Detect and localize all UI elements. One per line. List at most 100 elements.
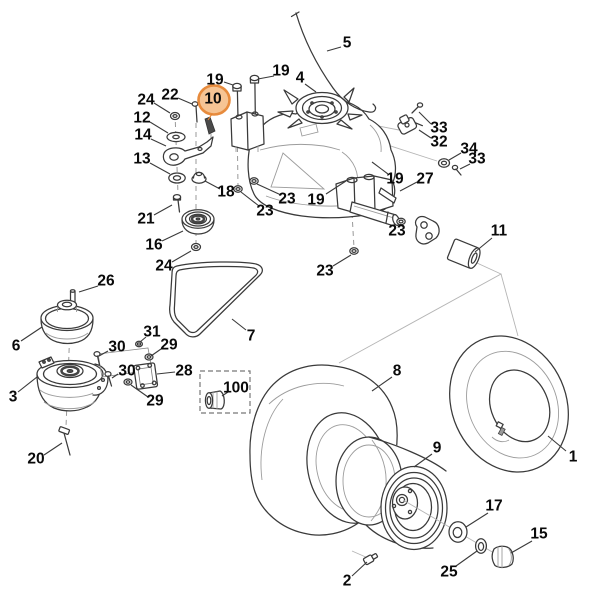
- leader-line-32-40: [418, 129, 432, 139]
- hub-cap-part-15[interactable]: [491, 545, 514, 569]
- screw-30-b[interactable]: [104, 370, 113, 387]
- transmission-housing[interactable]: [230, 74, 401, 227]
- leader-line-28-34: [156, 371, 176, 375]
- belt-pulley-part-6[interactable]: [40, 299, 94, 345]
- leader-line-4-3: [304, 83, 317, 93]
- callout-30-38[interactable]: 30: [118, 363, 135, 380]
- control-rod-part-5[interactable]: [290, 11, 377, 113]
- spring-pin-part-10[interactable]: [204, 116, 216, 135]
- callout-19-21[interactable]: 19: [307, 192, 325, 209]
- switch-part-32[interactable]: [395, 110, 424, 136]
- callout-2-1[interactable]: 2: [343, 573, 352, 590]
- callout-7-6[interactable]: 7: [247, 328, 256, 345]
- callout-16-15[interactable]: 16: [145, 237, 163, 254]
- callout-31-39[interactable]: 31: [143, 324, 161, 341]
- leader-line-24-29: [153, 102, 171, 114]
- callout-18-17[interactable]: 18: [217, 184, 235, 201]
- callout-23-28[interactable]: 23: [316, 263, 334, 280]
- callout-27-33[interactable]: 27: [416, 171, 433, 188]
- callout-23-27[interactable]: 23: [388, 223, 406, 240]
- screw-30-a[interactable]: [93, 350, 101, 366]
- screw-33-a[interactable]: [411, 102, 424, 114]
- callout-33-42[interactable]: 33: [468, 151, 486, 168]
- nut-24-a[interactable]: [169, 111, 181, 121]
- callout-10-9[interactable]: 10: [204, 91, 221, 108]
- callout-1-0[interactable]: 1: [569, 449, 578, 466]
- idler-pulley-part-16[interactable]: [181, 209, 215, 235]
- leader-line-19-19: [257, 75, 275, 80]
- callout-25-31[interactable]: 25: [440, 564, 458, 581]
- axle-shaft[interactable]: [349, 201, 401, 227]
- washer-part-12[interactable]: [166, 131, 186, 143]
- callout-24-29[interactable]: 24: [137, 92, 155, 109]
- callout-11-10[interactable]: 11: [491, 223, 508, 240]
- nut-23-a[interactable]: [233, 185, 243, 193]
- leader-line-12-11: [149, 121, 169, 134]
- callout-29-35[interactable]: 29: [160, 337, 178, 354]
- washer-part-34[interactable]: [437, 158, 451, 168]
- callout-30-37[interactable]: 30: [108, 339, 125, 356]
- leader-line-23-26: [256, 183, 282, 196]
- callout-15-14[interactable]: 15: [530, 526, 548, 543]
- callout-14-13[interactable]: 14: [134, 127, 152, 144]
- bracket-part-28[interactable]: [133, 362, 159, 390]
- callout-28-34[interactable]: 28: [175, 363, 193, 380]
- electromagnetic-clutch-part-3[interactable]: [36, 356, 109, 412]
- leader-line-19-20: [371, 161, 389, 175]
- callout-layer: 1234567891011121314151617181919191920212…: [9, 35, 578, 590]
- shaft-rod-part-27[interactable]: [378, 187, 397, 204]
- callout-100-44[interactable]: 100: [223, 380, 249, 397]
- leader-line-19-21: [325, 180, 347, 195]
- leader-line-8-7: [371, 376, 393, 392]
- lock-ring-part-25[interactable]: [474, 538, 488, 554]
- callout-20-22[interactable]: 20: [27, 451, 44, 468]
- leader-line-20-22: [43, 442, 63, 456]
- callout-33-41[interactable]: 33: [430, 120, 448, 137]
- nut-29-b[interactable]: [123, 378, 133, 386]
- callout-4-3[interactable]: 4: [296, 70, 305, 87]
- callout-12-11[interactable]: 12: [133, 110, 150, 127]
- callout-22-24[interactable]: 22: [161, 87, 178, 104]
- washer-part-17[interactable]: [448, 521, 468, 543]
- nut-23-b[interactable]: [249, 177, 259, 185]
- callout-23-26[interactable]: 23: [278, 191, 296, 208]
- nut-part-31[interactable]: [134, 340, 144, 348]
- callout-29-36[interactable]: 29: [146, 393, 164, 410]
- mounting-bracket-left[interactable]: [230, 111, 265, 152]
- bushing-part-18[interactable]: [191, 171, 207, 184]
- callout-34-43[interactable]: 34: [460, 141, 478, 158]
- spacer-sleeve-part-11[interactable]: [446, 238, 483, 270]
- callout-19-18[interactable]: 19: [206, 72, 224, 89]
- tire-part-1[interactable]: [428, 317, 589, 491]
- idler-arm-part-14[interactable]: [162, 136, 214, 166]
- callout-24-30[interactable]: 24: [155, 258, 173, 275]
- callout-26-32[interactable]: 26: [97, 273, 115, 290]
- callout-23-25[interactable]: 23: [256, 203, 274, 220]
- callout-6-5[interactable]: 6: [12, 338, 21, 355]
- washer-part-13[interactable]: [168, 172, 186, 184]
- callout-8-7[interactable]: 8: [393, 363, 402, 380]
- screw-33-b[interactable]: [451, 164, 462, 176]
- mounting-bracket-right[interactable]: [335, 173, 394, 213]
- callout-3-2[interactable]: 3: [9, 389, 18, 406]
- leader-line-2-1: [351, 561, 368, 577]
- nut-23-d[interactable]: [349, 247, 359, 255]
- callout-19-20[interactable]: 19: [386, 171, 404, 188]
- wheel-rim-part-9[interactable]: [335, 436, 448, 551]
- callout-19-19[interactable]: 19: [272, 63, 290, 80]
- bolt-part-21[interactable]: [172, 193, 182, 213]
- callout-9-8[interactable]: 9: [433, 440, 442, 457]
- leader-line-15-14: [510, 540, 533, 554]
- nut-24-b[interactable]: [190, 242, 202, 252]
- v-belt-part-7[interactable]: [169, 261, 263, 338]
- callout-13-12[interactable]: 13: [133, 151, 151, 168]
- bolt-part-20[interactable]: [58, 426, 71, 456]
- callout-17-16[interactable]: 17: [485, 498, 502, 515]
- callout-32-40[interactable]: 32: [430, 134, 447, 151]
- leader-line-25-31: [455, 550, 478, 567]
- buffer-part-100[interactable]: [204, 390, 225, 410]
- fan-pulley-part-4[interactable]: [277, 87, 363, 130]
- callout-5-4[interactable]: 5: [343, 35, 352, 52]
- callout-21-23[interactable]: 21: [137, 211, 155, 228]
- axle-coupler[interactable]: [414, 215, 440, 245]
